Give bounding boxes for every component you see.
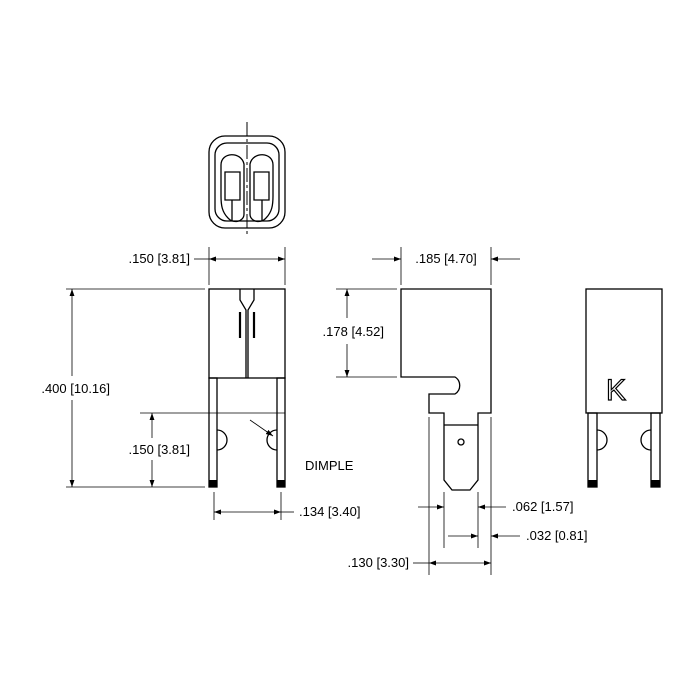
dimple-callout: DIMPLE [249, 419, 354, 473]
dim-tab-width-label: .062 [1.57] [512, 499, 573, 514]
dim-pin-spacing: .134 [3.40] [213, 492, 360, 520]
dim-tab-thickness-label: .032 [0.81] [526, 528, 587, 543]
dim-tab-thickness: .032 [0.81] [448, 417, 587, 575]
dim-pin-spacing-label: .134 [3.40] [299, 504, 360, 519]
dim-height-body: .178 [4.52] [323, 288, 397, 378]
dim-tab-offset: .130 [3.30] [348, 417, 491, 575]
top-view [208, 122, 286, 236]
dim-width-side: .185 [4.70] [372, 247, 520, 285]
logo-k-icon: K [606, 374, 626, 407]
dim-width-front: .150 [3.81] [129, 247, 286, 285]
dim-width-front-label: .150 [3.81] [129, 251, 190, 266]
dim-width-side-label: .185 [4.70] [415, 251, 476, 266]
dim-height-pin-label: .150 [3.81] [129, 442, 190, 457]
front-view [208, 288, 286, 488]
dimple-label: DIMPLE [305, 458, 354, 473]
dim-height-total-label: .400 [10.16] [41, 381, 110, 396]
dim-height-total: .400 [10.16] [41, 288, 205, 488]
dim-tab-offset-label: .130 [3.30] [348, 555, 409, 570]
dim-height-body-label: .178 [4.52] [323, 324, 384, 339]
end-view: K [585, 288, 663, 488]
dim-tab-width: .062 [1.57] [418, 492, 573, 548]
side-view [400, 288, 492, 491]
dim-height-pin: .150 [3.81] [129, 412, 285, 487]
